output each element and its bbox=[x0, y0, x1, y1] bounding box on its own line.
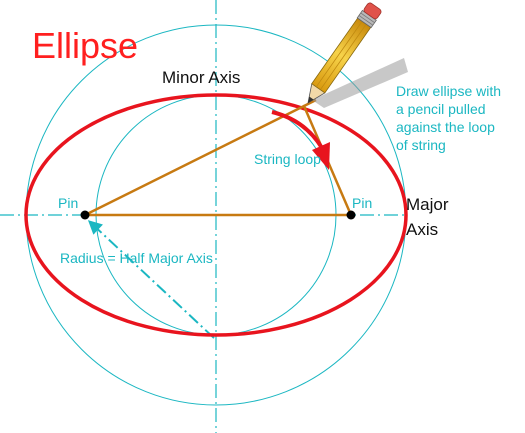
pin-left-label: Pin bbox=[58, 195, 78, 211]
major-axis-label-line1: Major bbox=[406, 195, 449, 214]
minor-axis-label: Minor Axis bbox=[162, 68, 240, 87]
diagram-title: Ellipse bbox=[32, 25, 138, 66]
string-loop-label: String loop bbox=[254, 151, 321, 167]
radius-arrow bbox=[87, 220, 215, 339]
note-line-3: against the loop bbox=[396, 119, 495, 135]
pin-right-label: Pin bbox=[352, 195, 372, 211]
note-line-1: Draw ellipse with bbox=[396, 83, 501, 99]
pencil-icon bbox=[307, 2, 382, 104]
curved-arrow-icon bbox=[271, 110, 330, 170]
pencil-shadow bbox=[312, 58, 408, 108]
pin-left bbox=[80, 210, 90, 220]
note-line-2: a pencil pulled bbox=[396, 101, 486, 117]
pin-right bbox=[346, 210, 356, 220]
radius-label: Radius = Half Major Axis bbox=[60, 250, 213, 266]
note-line-4: of string bbox=[396, 137, 446, 153]
major-axis-label-line2: Axis bbox=[406, 220, 438, 239]
ellipse-curve bbox=[24, 93, 408, 337]
